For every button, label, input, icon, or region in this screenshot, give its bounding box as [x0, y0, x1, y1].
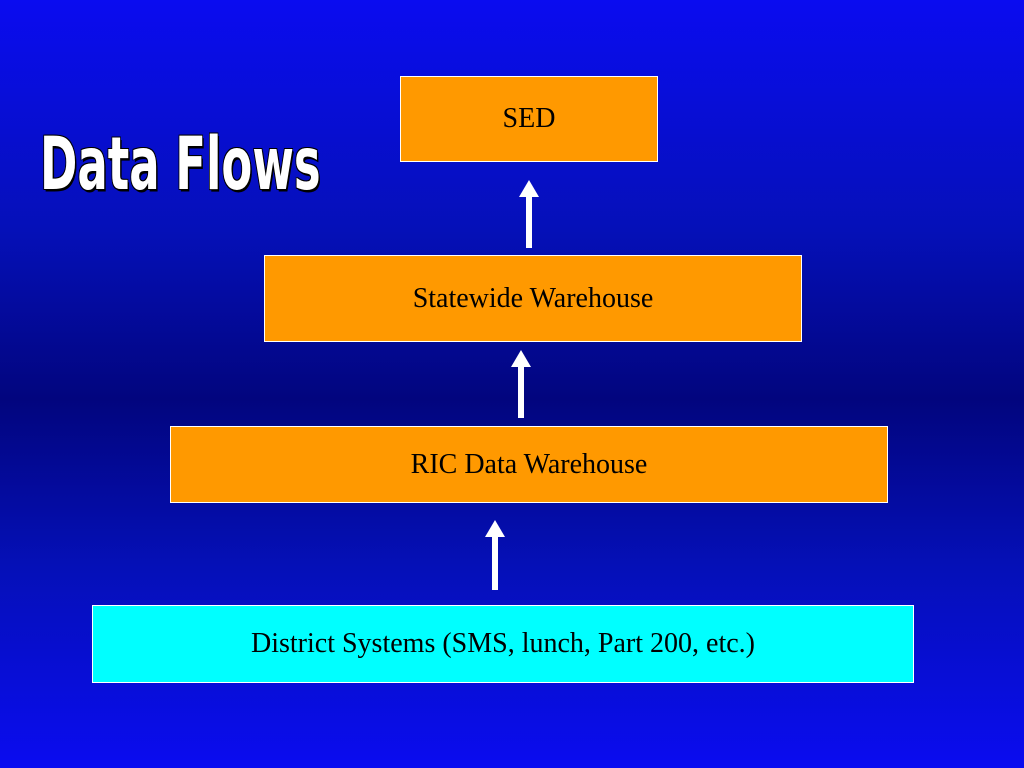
- arrow-statewide-to-sed: [519, 180, 539, 248]
- slide-title: Data Flows: [40, 121, 321, 208]
- node-statewide-warehouse-label: Statewide Warehouse: [412, 282, 654, 314]
- arrow-district-to-ric: [485, 520, 505, 590]
- node-district-systems: District Systems (SMS, lunch, Part 200, …: [92, 605, 914, 683]
- node-sed: SED: [400, 76, 658, 162]
- arrow-ric-to-statewide: [511, 350, 531, 418]
- node-ric-data-warehouse-label: RIC Data Warehouse: [410, 448, 648, 480]
- node-statewide-warehouse: Statewide Warehouse: [264, 255, 802, 342]
- node-district-systems-label: District Systems (SMS, lunch, Part 200, …: [251, 628, 755, 659]
- node-ric-data-warehouse: RIC Data Warehouse: [170, 426, 888, 503]
- node-sed-label: SED: [502, 103, 556, 134]
